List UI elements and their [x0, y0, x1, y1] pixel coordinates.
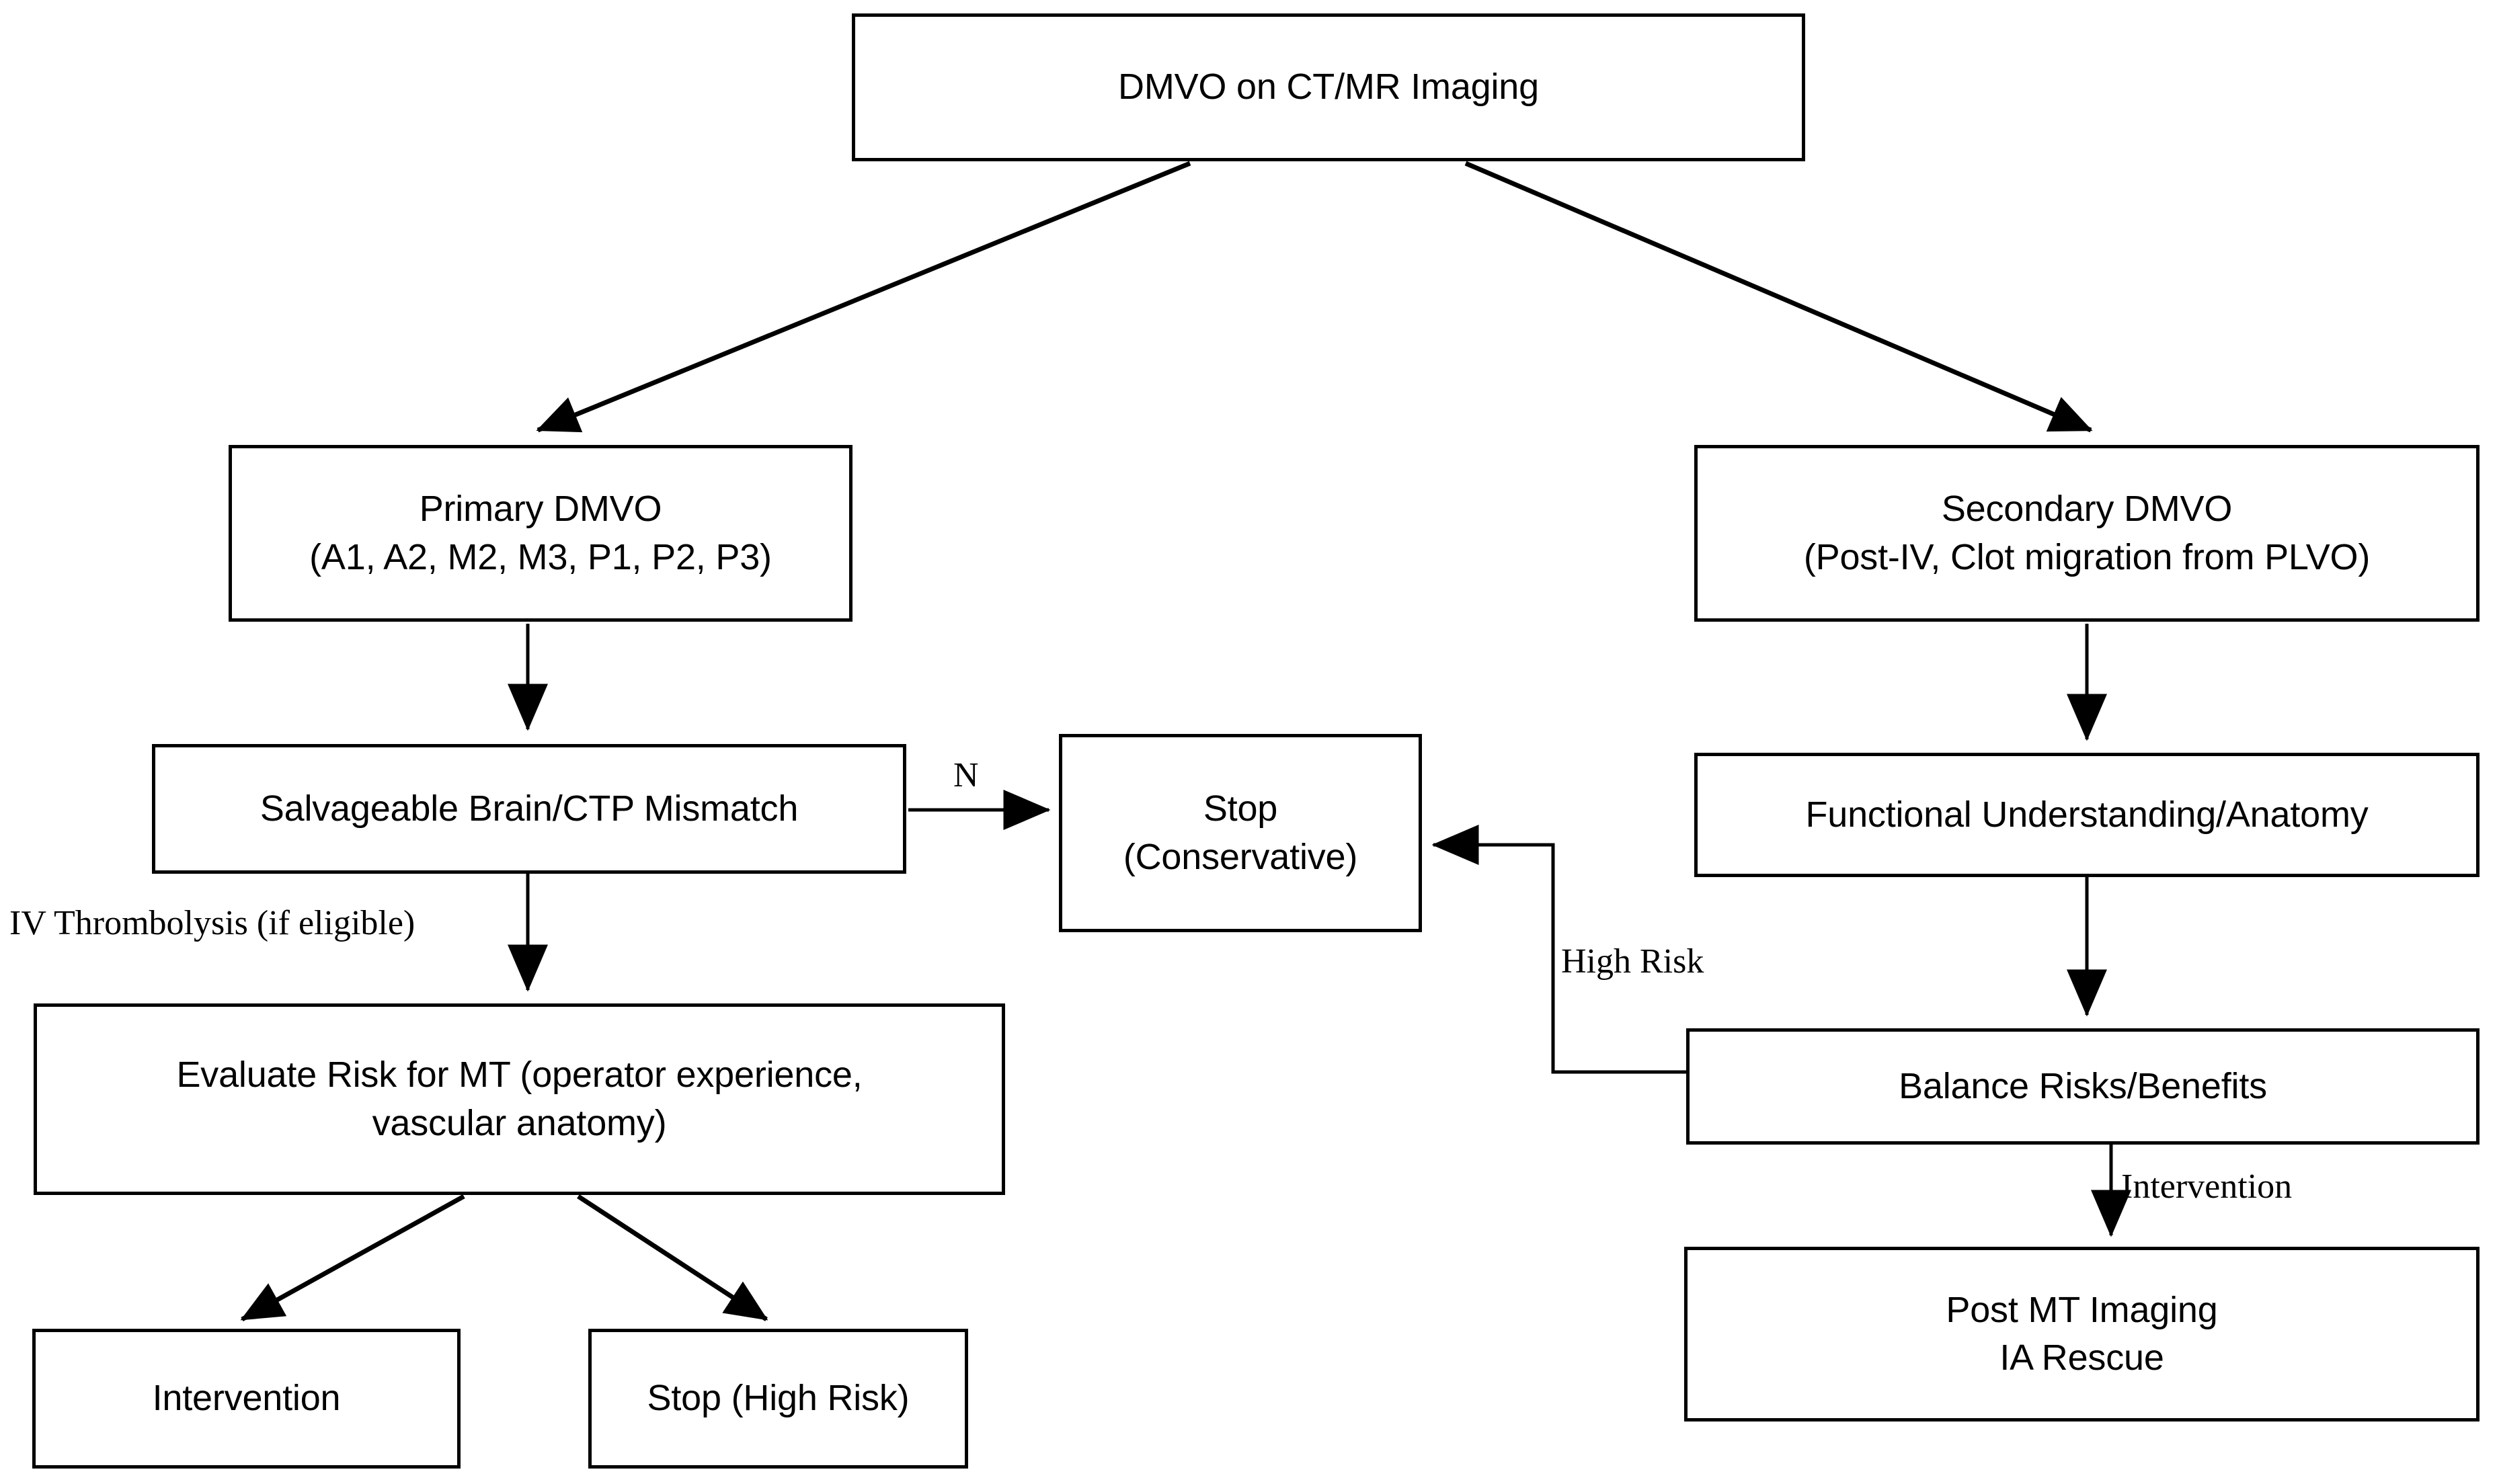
node-dmvo-imaging[interactable]: DMVO on CT/MR Imaging: [852, 13, 1805, 161]
node-evaluate-risk-mt-line-1: Evaluate Risk for MT (operator experienc…: [176, 1055, 863, 1096]
node-dmvo-imaging-line-1: DMVO on CT/MR Imaging: [1118, 67, 1539, 108]
node-balance-risks-benefits[interactable]: Balance Risks/Benefits: [1686, 1028, 2480, 1145]
node-salvageable-brain-line-1: Salvageable Brain/CTP Mismatch: [260, 788, 799, 829]
node-post-mt-imaging-line-2: IA Rescue: [1999, 1337, 2164, 1378]
node-intervention[interactable]: Intervention: [32, 1329, 461, 1469]
node-secondary-dmvo[interactable]: Secondary DMVO (Post-IV, Clot migration …: [1694, 445, 2480, 622]
node-functional-understanding[interactable]: Functional Understanding/Anatomy: [1694, 753, 2480, 877]
edge-label-high-risk: High Risk: [1561, 942, 1704, 981]
node-post-mt-imaging[interactable]: Post MT Imaging IA Rescue: [1684, 1247, 2480, 1421]
node-stop-conservative-line-2: (Conservative): [1123, 836, 1358, 877]
node-evaluate-risk-mt-line-2: vascular anatomy): [372, 1102, 667, 1143]
node-secondary-dmvo-line-1: Secondary DMVO: [1941, 489, 2233, 530]
edge-root-to-primary: [536, 161, 1191, 433]
node-balance-risks-benefits-line-1: Balance Risks/Benefits: [1899, 1065, 2267, 1106]
node-intervention-line-1: Intervention: [152, 1378, 341, 1419]
edge-evaluate-to-intervention: [240, 1194, 465, 1322]
edge-label-n: N: [953, 756, 979, 794]
node-stop-high-risk[interactable]: Stop (High Risk): [588, 1329, 968, 1469]
node-stop-conservative-line-1: Stop: [1203, 788, 1278, 829]
node-functional-understanding-line-1: Functional Understanding/Anatomy: [1805, 794, 2369, 835]
node-primary-dmvo-line-1: Primary DMVO: [419, 489, 662, 530]
node-post-mt-imaging-line-1: Post MT Imaging: [1946, 1289, 2218, 1330]
edge-evaluate-to-stop-high-risk: [577, 1194, 768, 1321]
node-primary-dmvo-line-2: (A1, A2, M2, M3, P1, P2, P3): [309, 536, 772, 577]
node-primary-dmvo[interactable]: Primary DMVO (A1, A2, M2, M3, P1, P2, P3…: [229, 445, 852, 622]
node-stop-high-risk-line-1: Stop (High Risk): [647, 1378, 910, 1419]
node-secondary-dmvo-line-2: (Post-IV, Clot migration from PLVO): [1803, 536, 2371, 577]
edge-label-intervention: Intervention: [2121, 1167, 2293, 1206]
node-evaluate-risk-mt[interactable]: Evaluate Risk for MT (operator experienc…: [34, 1003, 1005, 1195]
edge-root-to-secondary: [1464, 161, 2093, 433]
node-stop-conservative[interactable]: Stop (Conservative): [1059, 734, 1422, 932]
node-salvageable-brain[interactable]: Salvageable Brain/CTP Mismatch: [152, 744, 906, 874]
edge-label-iv-thrombolysis: IV Thrombolysis (if eligible): [9, 904, 415, 942]
